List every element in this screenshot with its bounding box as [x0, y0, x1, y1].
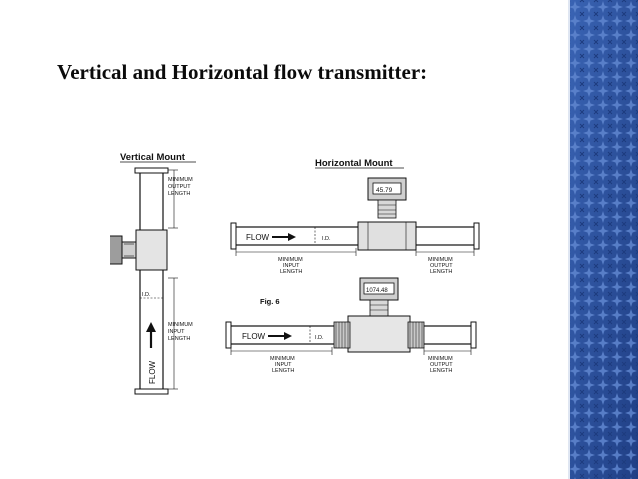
- thread-lines: [335, 322, 349, 348]
- bottom-id-label: I.D.: [315, 335, 324, 341]
- bottom-output-label-3: LENGTH: [430, 368, 452, 374]
- bottom-output-label-1: MINIMUM: [428, 356, 453, 362]
- vertical-output-label-1: MINIMUM: [168, 177, 193, 183]
- side-panel-pattern: [568, 0, 638, 479]
- bottom-left-flange: [225, 321, 232, 349]
- horizontal-mount-top-group: Horizontal Mount 45.79 FLOW I.D.: [230, 158, 480, 275]
- fig-6-label: Fig. 6: [260, 297, 280, 306]
- bottom-input-label-2: INPUT: [275, 362, 292, 368]
- bottom-meter-body: [347, 315, 411, 353]
- bottom-flow-label: FLOW: [242, 332, 266, 341]
- vertical-transmitter-head: [110, 235, 123, 265]
- top-tee-body: [357, 221, 417, 251]
- vertical-mount-group: Vertical Mount MINIMUM OUTPUT LENGTH I.D: [110, 152, 196, 395]
- top-input-label-2: INPUT: [283, 263, 300, 269]
- vertical-input-label-2: INPUT: [168, 329, 185, 335]
- top-flow-arrowhead: [288, 233, 296, 241]
- vertical-output-label-2: OUTPUT: [168, 184, 191, 190]
- vertical-transmitter-stem: [121, 241, 137, 259]
- flow-transmitter-diagram: Vertical Mount MINIMUM OUTPUT LENGTH I.D: [110, 152, 480, 395]
- vertical-flow-arrowhead: [146, 322, 156, 332]
- vertical-id-label: I.D.: [142, 292, 151, 298]
- top-flow-label: FLOW: [246, 233, 270, 242]
- decorative-side-panel: [568, 0, 638, 479]
- vertical-output-label-3: LENGTH: [168, 191, 190, 197]
- vertical-top-flange: [134, 167, 169, 174]
- vertical-input-label-3: LENGTH: [168, 336, 190, 342]
- top-display-reading: 45.79: [376, 187, 393, 194]
- top-lcd-display: [372, 182, 402, 195]
- top-input-label-1: MINIMUM: [278, 257, 303, 263]
- vertical-mount-heading: Vertical Mount: [120, 152, 186, 163]
- vertical-pipe: [139, 169, 164, 393]
- top-output-label-1: MINIMUM: [428, 257, 453, 263]
- top-id-label: I.D.: [322, 236, 331, 242]
- bottom-lcd-display: [363, 282, 395, 295]
- vertical-input-label-1: MINIMUM: [168, 322, 193, 328]
- bottom-right-flange: [470, 321, 477, 349]
- bottom-transmitter-neck: [369, 299, 389, 317]
- vertical-flow-label: FLOW: [148, 360, 157, 384]
- bottom-input-label-1: MINIMUM: [270, 356, 295, 362]
- top-horizontal-pipe: [234, 226, 476, 246]
- horizontal-mount-heading: Horizontal Mount: [315, 158, 393, 169]
- vertical-tee-body: [135, 229, 168, 271]
- slide-title: Vertical and Horizontal flow transmitter…: [57, 60, 428, 84]
- top-input-label-3: LENGTH: [280, 269, 302, 275]
- horizontal-mount-bottom-group: Fig. 6 1074.48 FLOW I.D.: [225, 277, 477, 374]
- bottom-flow-arrowhead: [284, 332, 292, 340]
- top-left-flange: [230, 222, 237, 250]
- top-output-label-3: LENGTH: [430, 269, 452, 275]
- bottom-input-label-3: LENGTH: [272, 368, 294, 374]
- top-right-flange: [473, 222, 480, 250]
- vertical-bottom-flange: [134, 388, 169, 395]
- thread-lines: [409, 322, 423, 348]
- top-output-label-2: OUTPUT: [430, 263, 453, 269]
- bottom-display-reading: 1074.48: [366, 288, 388, 294]
- bottom-output-label-2: OUTPUT: [430, 362, 453, 368]
- top-transmitter-neck: [377, 199, 397, 219]
